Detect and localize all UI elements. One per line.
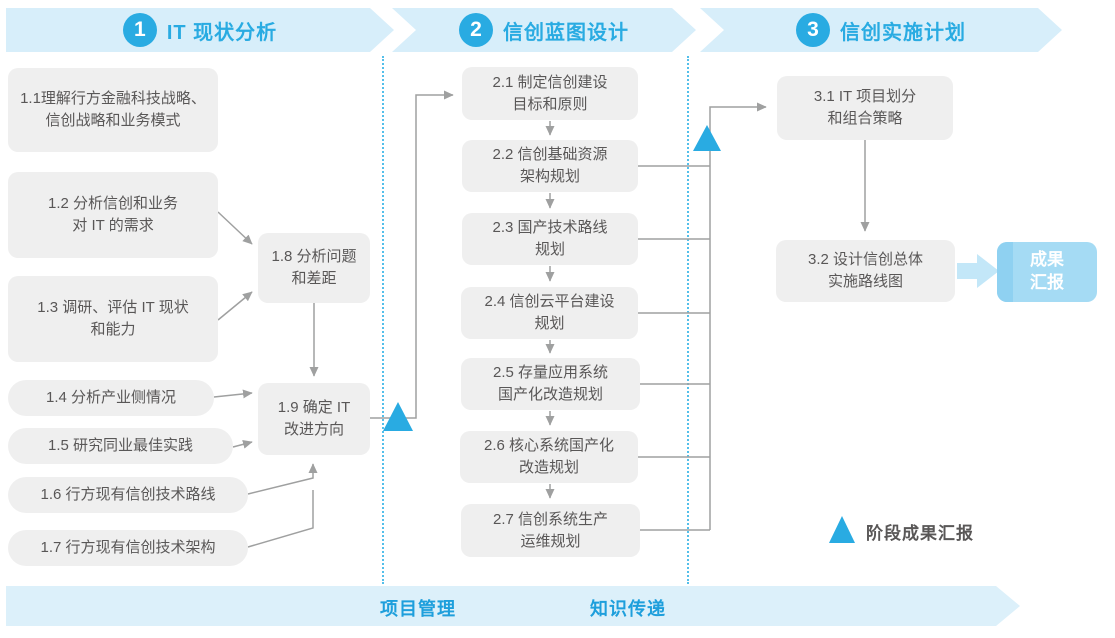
flow-box-1-7: 1.7 行方现有信创技术架构 xyxy=(8,530,248,566)
flow-box-line: 和差距 xyxy=(291,270,337,287)
flow-box-line: 1.2 分析信创和业务 xyxy=(47,195,179,213)
flow-box-line: 和组合策略 xyxy=(827,110,903,127)
phase-2-title: 信创蓝图设计 xyxy=(503,21,629,44)
flow-box-2-3: 2.3 国产技术路线 规划 xyxy=(462,213,638,265)
legend-triangle-icon xyxy=(829,516,855,543)
bottom-band: 项目管理 知识传递 xyxy=(6,586,1020,626)
flow-box-line: 信创战略和业务模式 xyxy=(45,112,181,129)
phase-2-number-badge: 2 xyxy=(459,13,493,47)
flow-box-line: 2.1 制定信创建设 xyxy=(492,73,608,91)
flow-box-line: 1.4 分析产业侧情况 xyxy=(45,389,177,407)
flow-box-line: 国产化改造规划 xyxy=(497,386,603,403)
flow-box-1-9: 1.9 确定 IT 改进方向 xyxy=(258,383,370,455)
flow-box-line: 1.7 行方现有信创技术架构 xyxy=(40,539,216,557)
milestone-triangle-phase2 xyxy=(693,125,721,151)
flow-box-line: 2.5 存量应用系统 xyxy=(492,364,609,382)
phase-1-title: IT 现状分析 xyxy=(166,21,278,44)
collector-lines-phase2 xyxy=(638,165,710,531)
flow-box-3-2: 3.2 设计信创总体 实施路线图 xyxy=(776,240,955,302)
flow-box-line: 1.8 分析问题 xyxy=(271,248,357,266)
flow-box-line: 3.2 设计信创总体 xyxy=(807,251,924,269)
flow-box-line: 3.1 IT 项目划分 xyxy=(813,88,917,106)
arrow-collector-to-3-1 xyxy=(709,102,767,530)
flow-box-1-5: 1.5 研究同业最佳实践 xyxy=(8,428,233,464)
flow-box-line: 2.2 信创基础资源 xyxy=(492,146,608,164)
flow-box-2-2: 2.2 信创基础资源 架构规划 xyxy=(462,140,638,192)
flow-box-line: 规划 xyxy=(534,315,565,332)
flow-box-line: 改造规划 xyxy=(518,459,579,476)
phase-1-number-badge: 1 xyxy=(122,13,157,47)
flow-box-line: 实施路线图 xyxy=(827,273,903,290)
line-1-7-to-1-9 xyxy=(247,490,314,548)
flow-box-2-1: 2.1 制定信创建设 目标和原则 xyxy=(462,67,638,120)
bottom-band-label-project-management: 项目管理 xyxy=(380,599,456,619)
phase-band-1: 1 IT 现状分析 xyxy=(6,8,394,52)
flow-box-line: 改进方向 xyxy=(283,421,344,438)
arrow-1-5-to-1-9 xyxy=(232,439,253,449)
flow-box-1-6: 1.6 行方现有信创技术路线 xyxy=(8,477,248,513)
phase-band-3: 3 信创实施计划 xyxy=(700,8,1062,52)
flow-box-2-4: 2.4 信创云平台建设 规划 xyxy=(461,287,638,339)
flow-box-line: 1.1理解行方金融科技战略、 xyxy=(20,90,206,108)
milestone-triangle-phase1 xyxy=(383,402,413,431)
flow-box-line: 2.7 信创系统生产 xyxy=(492,510,609,528)
flow-box-2-5: 2.5 存量应用系统 国产化改造规划 xyxy=(461,358,640,410)
flow-box-line: 2.6 核心系统国产化 xyxy=(483,437,615,455)
flow-box-3-1: 3.1 IT 项目划分 和组合策略 xyxy=(777,76,953,140)
flow-box-2-7: 2.7 信创系统生产 运维规划 xyxy=(461,504,640,557)
bottom-band-label-knowledge-transfer: 知识传递 xyxy=(590,599,666,619)
arrow-1-9-to-2-1 xyxy=(370,90,454,419)
flow-box-line: 架构规划 xyxy=(519,168,580,185)
flow-box-line: 运维规划 xyxy=(520,532,581,550)
flow-box-1-3: 1.3 调研、评估 IT 现状 和能力 xyxy=(8,276,218,362)
flow-box-1-1: 1.1理解行方金融科技战略、 信创战略和业务模式 xyxy=(8,68,218,152)
result-report-line: 汇报 xyxy=(1030,273,1064,292)
flow-box-line: 1.5 研究同业最佳实践 xyxy=(47,437,194,455)
phase-3-number-badge: 3 xyxy=(796,13,830,47)
legend-label: 阶段成果汇报 xyxy=(866,524,974,543)
flow-box-line: 1.3 调研、评估 IT 现状 xyxy=(37,299,189,317)
flow-box-line: 目标和原则 xyxy=(512,95,588,113)
flow-box-1-8: 1.8 分析问题 和差距 xyxy=(258,233,370,303)
phase-separator-2 xyxy=(687,56,689,584)
arrow-1-2-to-1-8 xyxy=(217,211,253,245)
flow-box-line: 1.9 确定 IT xyxy=(277,399,351,417)
flow-box-line: 规划 xyxy=(534,241,565,258)
flow-box-1-4: 1.4 分析产业侧情况 xyxy=(8,380,214,416)
result-block-arrow xyxy=(957,254,999,288)
flow-box-line: 1.6 行方现有信创技术路线 xyxy=(40,486,216,504)
arrow-1-4-to-1-9 xyxy=(213,389,253,399)
phase-3-title: 信创实施计划 xyxy=(840,21,966,44)
flow-box-line: 对 IT 的需求 xyxy=(72,217,154,234)
result-report-line: 成果 xyxy=(1030,250,1064,270)
result-report-box: 成果 汇报 xyxy=(997,242,1097,302)
flow-box-line: 2.3 国产技术路线 xyxy=(492,219,608,237)
flow-box-1-2: 1.2 分析信创和业务 对 IT 的需求 xyxy=(8,172,218,258)
flow-box-2-6: 2.6 核心系统国产化 改造规划 xyxy=(460,431,638,483)
phase-separator-1 xyxy=(382,56,384,584)
flow-box-line: 2.4 信创云平台建设 xyxy=(484,293,615,311)
phase-band-2: 2 信创蓝图设计 xyxy=(392,8,696,52)
flow-box-line: 和能力 xyxy=(90,321,136,338)
arrow-1-3-to-1-8 xyxy=(217,291,253,321)
arrow-1-6-to-1-9 xyxy=(247,463,318,495)
